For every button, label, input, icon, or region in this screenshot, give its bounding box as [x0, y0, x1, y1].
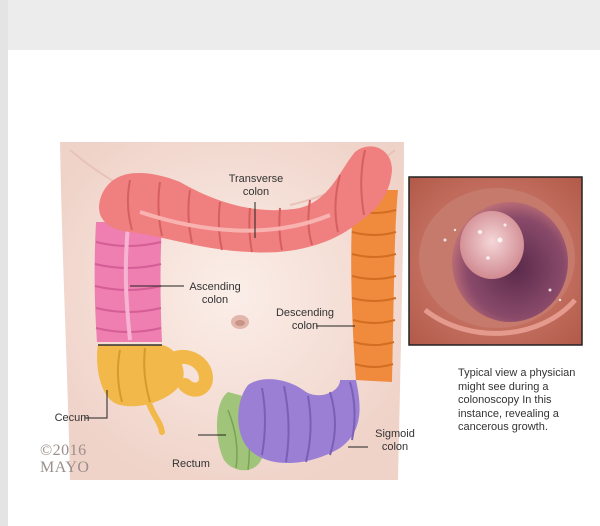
- copyright-org: MAYO: [40, 459, 89, 476]
- label-ascending-colon: Ascending colon: [180, 281, 250, 307]
- label-descending-colon: Descending colon: [262, 307, 348, 333]
- colonoscopy-inset: [409, 177, 582, 345]
- tumor: [460, 211, 524, 279]
- label-transverse-colon: Transverse colon: [221, 173, 291, 199]
- label-rectum: Rectum: [162, 458, 220, 471]
- label-sigmoid-colon: Sigmoid colon: [370, 428, 420, 454]
- inset-caption: Typical view a physician might see durin…: [458, 367, 596, 435]
- copyright-year: ©2016: [40, 442, 89, 459]
- label-cecum: Cecum: [50, 412, 94, 425]
- copyright-mark: ©2016 MAYO: [40, 442, 89, 476]
